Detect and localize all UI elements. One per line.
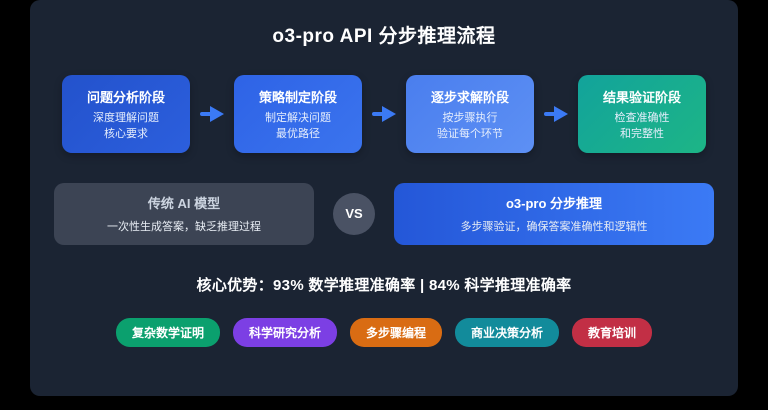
stage-line: 深度理解问题 [93,112,159,124]
vs-badge: VS [333,192,375,235]
stage-line: 核心要求 [104,127,148,140]
stage-box-analysis: 问题分析阶段 深度理解问题 核心要求 [62,75,190,153]
stats-line: 核心优势：93% 数学推理准确率 | 84% 科学推理准确率 [196,276,572,294]
stage-box-strategy: 策略制定阶段 制定解决问题 最优路径 [234,75,362,153]
o3-pro-desc: 多步骤验证，确保答案准确性和逻辑性 [460,220,648,233]
flow-arrow-icon [372,105,396,122]
stage-line: 最优路径 [276,127,320,140]
stage-title: 策略制定阶段 [258,90,337,105]
stage-title: 问题分析阶段 [86,90,165,105]
page-title: o3-pro API 分步推理流程 [272,26,496,47]
stage-line: 和完整性 [620,127,664,140]
flow-row: 问题分析阶段 深度理解问题 核心要求 策略制定阶段 制定解决问题 最优路径 逐步… [62,75,706,153]
badge-education-training: 教育培训 [572,317,653,347]
stage-line: 检查准确性 [614,112,670,124]
stage-title: 逐步求解阶段 [430,90,509,105]
stage-title: 结果验证阶段 [602,90,681,105]
stage-box-solving: 逐步求解阶段 按步骤执行 验证每个环节 [406,75,534,153]
badge-science-research: 科学研究分析 [232,317,337,347]
o3-pro-box: o3-pro 分步推理 多步骤验证，确保答案准确性和逻辑性 [394,182,714,245]
o3-pro-title: o3-pro 分步推理 [505,195,603,211]
flow-arrow-icon [200,105,224,122]
badge-math-proof: 复杂数学证明 [115,317,220,347]
stage-line: 制定解决问题 [265,112,331,124]
infographic-card: o3-pro API 分步推理流程 问题分析阶段 深度理解问题 核心要求 策略制… [30,0,738,396]
traditional-ai-box: 传统 AI 模型 一次性生成答案，缺乏推理过程 [54,182,314,245]
badge-multistep-programming: 多步骤编程 [349,317,442,347]
traditional-ai-desc: 一次性生成答案，缺乏推理过程 [107,220,261,233]
stage-box-verification: 结果验证阶段 检查准确性 和完整性 [578,75,706,153]
badge-business-decision: 商业决策分析 [455,317,560,347]
traditional-ai-title: 传统 AI 模型 [147,195,221,211]
flow-arrow-icon [544,105,568,122]
stage-line: 验证每个环节 [437,127,503,140]
comparison-row: 传统 AI 模型 一次性生成答案，缺乏推理过程 VS o3-pro 分步推理 多… [54,182,714,245]
stage-line: 按步骤执行 [442,112,498,124]
badge-row: 复杂数学证明 科学研究分析 多步骤编程 商业决策分析 教育培训 [115,317,653,347]
